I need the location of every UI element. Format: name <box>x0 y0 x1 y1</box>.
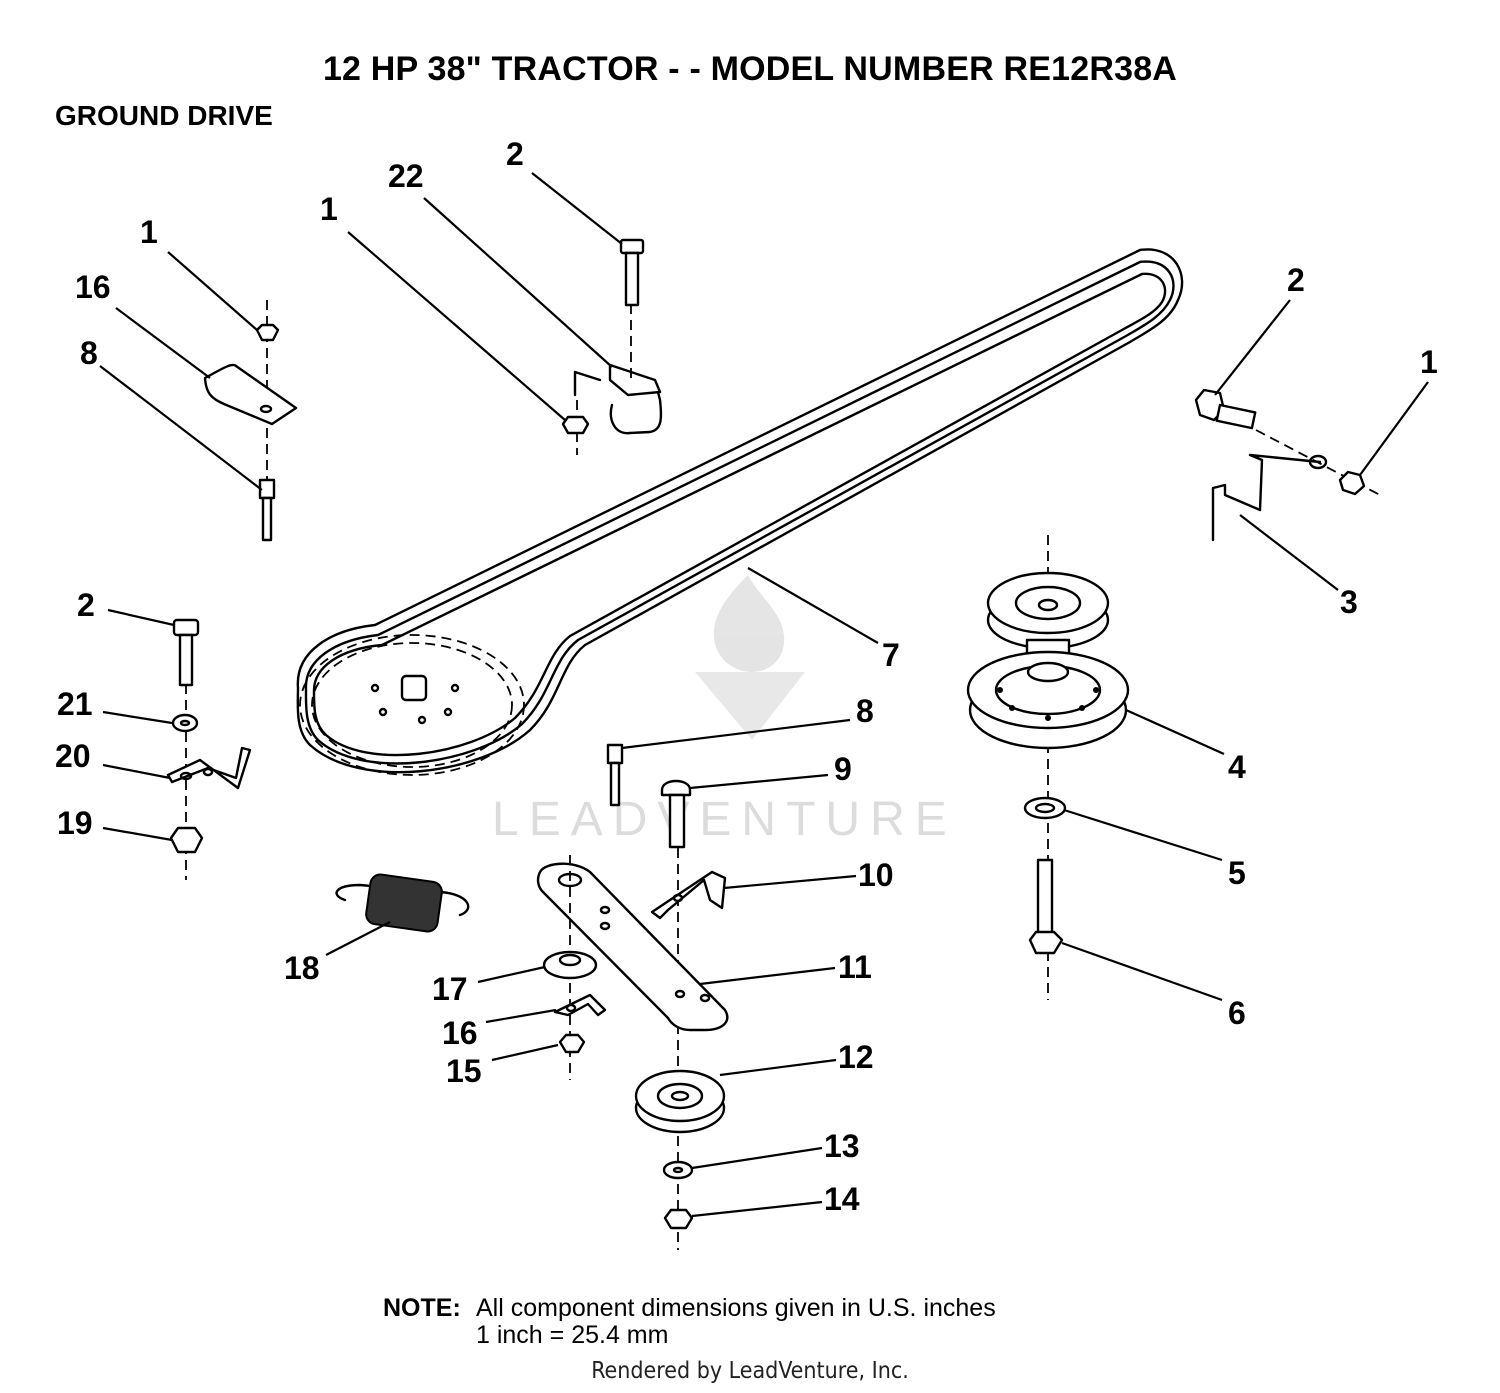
callout-3: 3 <box>1340 584 1358 620</box>
callout-10: 10 <box>858 857 894 893</box>
callout-1: 1 <box>320 191 338 227</box>
callout-1: 1 <box>140 214 158 250</box>
callout-19: 19 <box>57 805 93 841</box>
callout-2: 2 <box>1287 262 1305 298</box>
callout-8: 8 <box>856 693 874 729</box>
drive-belt <box>296 248 1184 776</box>
note-label: NOTE: <box>383 1294 461 1322</box>
idler-pivot-group <box>606 743 727 1250</box>
callout-2: 2 <box>77 587 95 623</box>
render-credit: Rendered by LeadVenture, Inc. <box>591 1358 909 1384</box>
callout-16: 16 <box>75 269 111 305</box>
units-note: NOTE: All component dimensions given in U… <box>383 1295 996 1349</box>
watermark-text: LEADVENTURE <box>492 793 957 846</box>
callout-6: 6 <box>1228 995 1246 1031</box>
double-pulley-group <box>966 535 1130 1000</box>
diagram-title: 12 HP 38" TRACTOR - - MODEL NUMBER RE12R… <box>322 50 1178 88</box>
callout-16: 16 <box>442 1015 478 1051</box>
callout-numbers: 1 16 8 1 22 2 2 1 3 7 2 21 20 19 4 8 9 5… <box>55 136 1438 1217</box>
callout-5: 5 <box>1228 855 1246 891</box>
idler-pulley-group <box>634 1069 726 1230</box>
callout-leaders <box>99 172 1429 1218</box>
leadventure-watermark: LEADVENTURE <box>492 575 957 846</box>
callout-11: 11 <box>838 949 872 985</box>
tension-spring <box>335 873 470 933</box>
tension-bracket-group <box>166 618 252 880</box>
belt-guide-bracket-group <box>203 300 298 542</box>
section-title: GROUND DRIVE <box>55 100 273 131</box>
callout-1: 1 <box>1420 344 1438 380</box>
callout-20: 20 <box>55 738 91 774</box>
note-line-1: All component dimensions given in U.S. i… <box>476 1294 996 1322</box>
belt-keeper-bracket-group <box>561 238 663 455</box>
callout-7: 7 <box>882 637 900 673</box>
callout-2: 2 <box>506 136 524 172</box>
idler-arm-plate-group <box>536 855 729 1080</box>
callout-14: 14 <box>824 1181 860 1217</box>
callout-18: 18 <box>284 950 320 986</box>
callout-9: 9 <box>834 751 852 787</box>
callout-12: 12 <box>838 1039 874 1075</box>
callout-13: 13 <box>824 1128 860 1164</box>
callout-22: 22 <box>388 158 424 194</box>
callout-21: 21 <box>57 686 93 722</box>
idler-arm-group <box>1194 388 1381 542</box>
note-line-2: 1 inch = 25.4 mm <box>476 1321 669 1349</box>
callout-15: 15 <box>446 1053 482 1089</box>
callout-4: 4 <box>1228 749 1246 785</box>
callout-8: 8 <box>80 335 98 371</box>
callout-17: 17 <box>432 971 468 1007</box>
